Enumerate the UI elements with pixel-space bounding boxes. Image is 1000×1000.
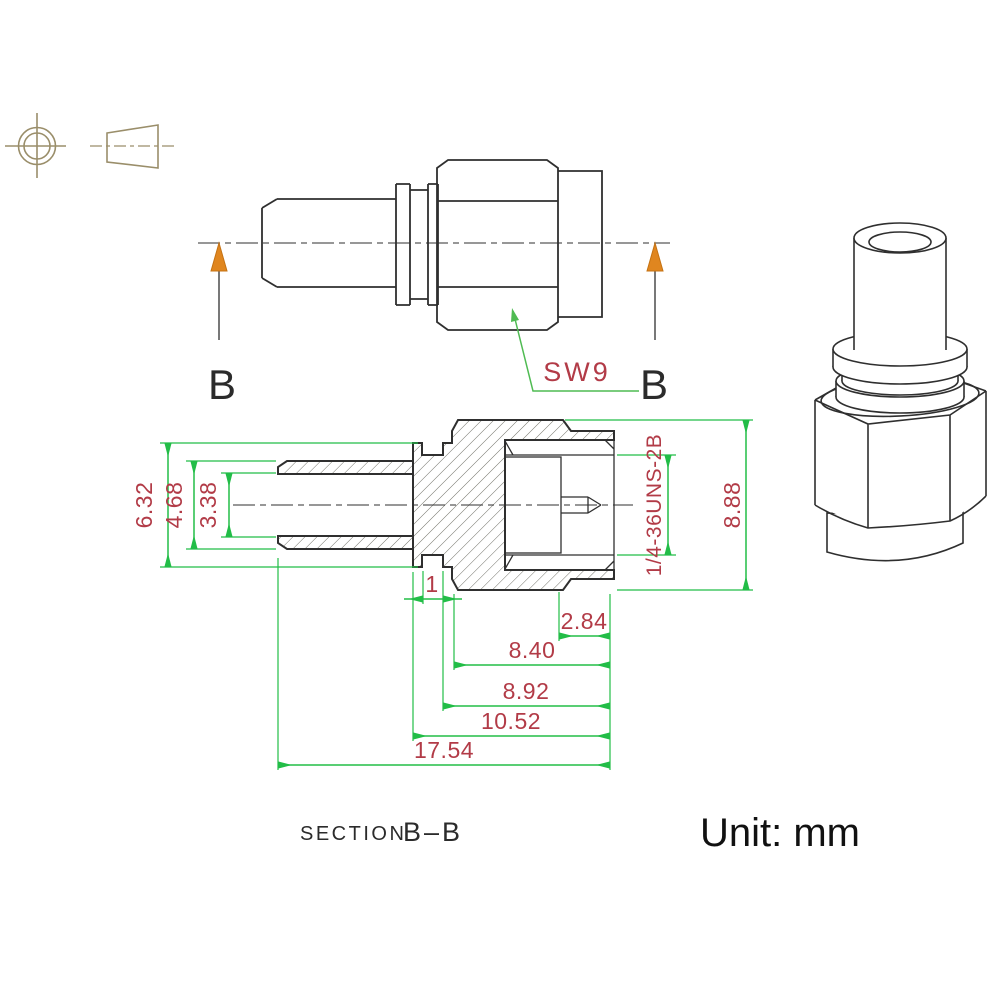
dim-text-3-38: 3.38 [195, 482, 221, 529]
isometric-view [814, 222, 987, 562]
captions: SECTION B–B Unit: mm [300, 811, 860, 855]
rear-cap-outline [558, 170, 603, 318]
unit-label: Unit: mm [700, 811, 860, 855]
section-arrow-right [646, 241, 664, 340]
section-label-right: B [640, 361, 668, 408]
tube-top-wall [277, 460, 414, 475]
section-caption-id: B–B [403, 817, 463, 847]
projection-cone-icon [90, 124, 176, 169]
dim-text-17-54: 17.54 [414, 737, 474, 763]
flange-outline [395, 183, 439, 306]
dimension-lines [164, 420, 750, 769]
ferrule-outline [261, 198, 396, 288]
hex-nut-outline [436, 159, 559, 331]
dim-text-8-40: 8.40 [509, 637, 556, 663]
section-view [233, 419, 633, 591]
section-label-left: B [208, 361, 236, 408]
dim-text-2-84: 2.84 [561, 608, 608, 634]
section-caption-prefix: SECTION [300, 823, 406, 845]
thread-lines [504, 439, 615, 571]
section-arrow-left [210, 241, 228, 340]
dim-text-8-92: 8.92 [503, 678, 550, 704]
dim-text-10-52: 10.52 [481, 708, 541, 734]
dim-text-6-32: 6.32 [131, 482, 157, 529]
tube-bottom-wall [277, 535, 414, 550]
extension-lines [160, 419, 753, 770]
dim-text-1: 1 [425, 571, 438, 597]
projection-circle-icon [5, 113, 66, 178]
side-view: B B SW9 [198, 159, 670, 408]
dim-text-thread: 1/4-36UNS-2B [643, 434, 666, 577]
dim-text-8-88: 8.88 [719, 482, 745, 529]
dimension-texts: 6.32 4.68 3.38 1/4-36UNS-2B 8.88 1 2.84 … [131, 434, 745, 763]
connector-body-section [412, 419, 615, 591]
dim-text-4-68: 4.68 [161, 482, 187, 529]
wrench-size-leader [511, 308, 639, 392]
iso-plunger [853, 222, 947, 350]
wrench-size-label: SW9 [543, 357, 611, 387]
